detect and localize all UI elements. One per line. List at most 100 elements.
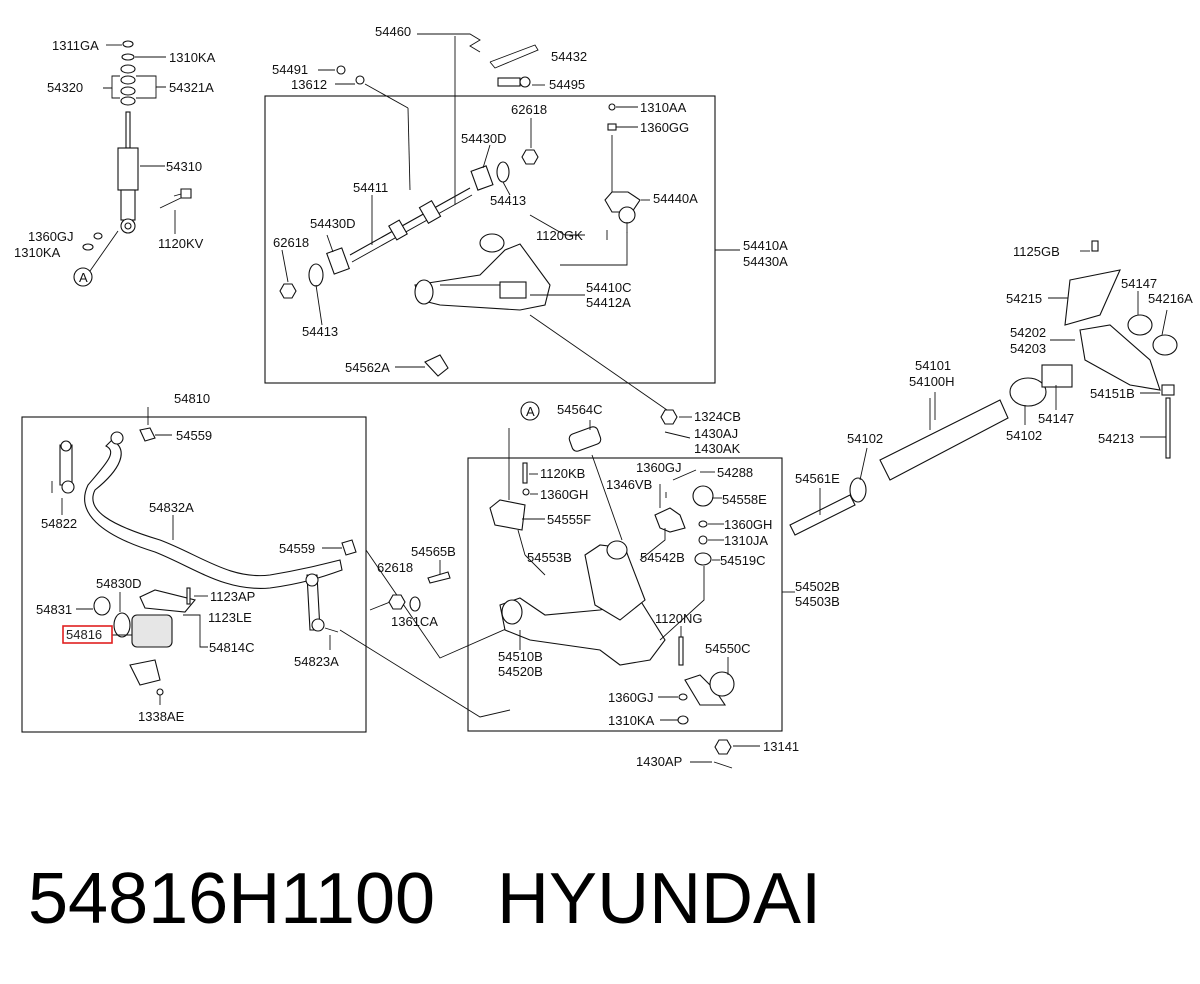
label-1360GJ-3: 1360GJ bbox=[608, 690, 654, 705]
label-1430AK: 1430AK bbox=[694, 441, 741, 456]
label-54288: 54288 bbox=[717, 465, 753, 480]
label-54559-2: 54559 bbox=[279, 541, 315, 556]
label-54553B: 54553B bbox=[527, 550, 572, 565]
stabilizer-bar-icon bbox=[51, 427, 357, 633]
label-1430AP: 1430AP bbox=[636, 754, 682, 769]
label-54830D: 54830D bbox=[96, 576, 142, 591]
label-1310AA: 1310AA bbox=[640, 100, 687, 115]
callout-a-circle-2 bbox=[520, 401, 540, 421]
label-54565B: 54565B bbox=[411, 544, 456, 559]
label-54831: 54831 bbox=[36, 602, 72, 617]
label-1310JA: 1310JA bbox=[724, 533, 768, 548]
label-54555F: 54555F bbox=[547, 512, 591, 527]
part-number: 54816H1100 bbox=[28, 859, 436, 939]
label-1310KA-3: 1310KA bbox=[608, 713, 655, 728]
label-1125GB: 1125GB bbox=[1013, 244, 1060, 259]
label-54495: 54495 bbox=[549, 77, 585, 92]
label-A: A bbox=[79, 270, 88, 285]
part-labels: 1311GA 1310KA 54320 54321A 54310 1360GJ … bbox=[14, 24, 1193, 769]
callout-a-circle bbox=[73, 267, 93, 287]
label-54822: 54822 bbox=[41, 516, 77, 531]
label-1310KA: 1310KA bbox=[169, 50, 216, 65]
label-54215: 54215 bbox=[1006, 291, 1042, 306]
lower-arm-box bbox=[467, 457, 783, 732]
label-54432: 54432 bbox=[551, 49, 587, 64]
label-1324CB: 1324CB bbox=[694, 409, 741, 424]
label-1360GJ-2: 1360GJ bbox=[636, 460, 682, 475]
label-1360GH-2: 1360GH bbox=[724, 517, 772, 532]
label-54460: 54460 bbox=[375, 24, 411, 39]
label-54413: 54413 bbox=[490, 193, 526, 208]
label-54510B: 54510B bbox=[498, 649, 543, 664]
label-13612: 13612 bbox=[291, 77, 327, 92]
label-54430A: 54430A bbox=[743, 254, 788, 269]
drive-shaft-icon bbox=[789, 240, 1178, 536]
label-54814C: 54814C bbox=[209, 640, 255, 655]
label-54491: 54491 bbox=[272, 62, 308, 77]
label-54502B: 54502B bbox=[795, 579, 840, 594]
label-54440A: 54440A bbox=[653, 191, 698, 206]
label-54310: 54310 bbox=[166, 159, 202, 174]
label-54203: 54203 bbox=[1010, 341, 1046, 356]
label-54519C: 54519C bbox=[720, 553, 766, 568]
label-54559: 54559 bbox=[176, 428, 212, 443]
label-1311GA: 1311GA bbox=[52, 38, 99, 53]
label-1120KV: 1120KV bbox=[158, 236, 204, 251]
label-54101: 54101 bbox=[915, 358, 951, 373]
label-54564C: 54564C bbox=[557, 402, 603, 417]
label-54412A: 54412A bbox=[586, 295, 631, 310]
label-54411: 54411 bbox=[353, 180, 388, 195]
part-title: 54816H1100 HYUNDAI bbox=[28, 858, 821, 948]
label-1360GG: 1360GG bbox=[640, 120, 689, 135]
label-13141: 13141 bbox=[763, 739, 799, 754]
label-54413-2: 54413 bbox=[302, 324, 338, 339]
label-54102: 54102 bbox=[1006, 428, 1042, 443]
label-1361CA: 1361CA bbox=[391, 614, 438, 629]
label-1120KB: 1120KB bbox=[540, 466, 585, 481]
label-54147-2: 54147 bbox=[1038, 411, 1074, 426]
label-54151B: 54151B bbox=[1090, 386, 1135, 401]
label-62618-2: 62618 bbox=[273, 235, 309, 250]
upper-control-arm-icon bbox=[414, 233, 551, 311]
label-54816: 54816 bbox=[66, 627, 102, 642]
label-54823A: 54823A bbox=[294, 654, 339, 669]
label-54520B: 54520B bbox=[498, 664, 543, 679]
label-54561E: 54561E bbox=[795, 471, 840, 486]
lower-control-arm-icon bbox=[489, 426, 735, 769]
stabilizer-box bbox=[21, 416, 367, 733]
label-54100H: 54100H bbox=[909, 374, 955, 389]
label-54503B: 54503B bbox=[795, 594, 840, 609]
bolt-54460-icon bbox=[336, 33, 539, 88]
label-1360GJ: 1360GJ bbox=[28, 229, 74, 244]
label-54213: 54213 bbox=[1098, 431, 1134, 446]
label-54832A: 54832A bbox=[149, 500, 194, 515]
label-62618-3: 62618 bbox=[377, 560, 413, 575]
label-54550C: 54550C bbox=[705, 641, 751, 656]
label-54202: 54202 bbox=[1010, 325, 1046, 340]
label-62618: 62618 bbox=[511, 102, 547, 117]
label-1310KA-2: 1310KA bbox=[14, 245, 61, 260]
bushing-bracket-icon bbox=[93, 587, 196, 696]
label-54542B: 54542B bbox=[640, 550, 685, 565]
ball-joint-54440A-icon bbox=[604, 103, 641, 240]
label-54430D: 54430D bbox=[461, 131, 507, 146]
label-A-2: A bbox=[526, 404, 535, 419]
label-54321A: 54321A bbox=[169, 80, 214, 95]
bracket-54562A-icon bbox=[424, 354, 449, 377]
label-54216A: 54216A bbox=[1148, 291, 1193, 306]
label-54430D-2: 54430D bbox=[310, 216, 356, 231]
label-54320: 54320 bbox=[47, 80, 83, 95]
shock-absorber-icon bbox=[82, 40, 192, 251]
nut-62618-icon bbox=[388, 594, 406, 610]
label-1360GH: 1360GH bbox=[540, 487, 588, 502]
brand-name: HYUNDAI bbox=[497, 859, 822, 939]
label-1430AJ: 1430AJ bbox=[694, 426, 738, 441]
label-1123AP: 1123AP bbox=[210, 589, 255, 604]
label-1120NG: 1120NG bbox=[655, 611, 702, 626]
label-1123LE: 1123LE bbox=[208, 610, 252, 625]
label-54410C: 54410C bbox=[586, 280, 632, 295]
label-54810: 54810 bbox=[174, 391, 210, 406]
label-54558E: 54558E bbox=[722, 492, 767, 507]
label-1120GK: 1120GK bbox=[536, 228, 583, 243]
